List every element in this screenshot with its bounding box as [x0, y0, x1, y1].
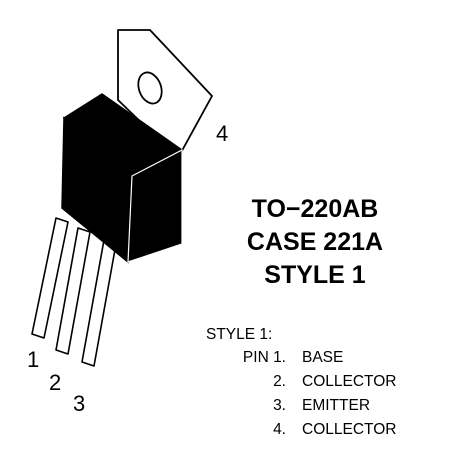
package-type: TO−220AB — [252, 195, 379, 223]
pin-label-2: 2 — [49, 370, 61, 395]
pin-row-1-label: PIN 1. — [243, 349, 286, 366]
package-case: CASE 221A — [247, 228, 383, 256]
pin-row-2-name: COLLECTOR — [302, 373, 396, 390]
pin-label-1: 1 — [27, 347, 39, 372]
lead-2 — [55, 227, 91, 355]
plastic-body — [61, 93, 184, 264]
pin-label-4: 4 — [216, 121, 228, 146]
lead-3 — [81, 239, 117, 367]
pin-row-4-name: COLLECTOR — [302, 421, 396, 438]
pin-row-2-label: 2. — [273, 373, 286, 390]
pin-row-3-name: EMITTER — [302, 397, 370, 414]
pin-row-1-name: BASE — [302, 349, 343, 366]
mounting-hole — [137, 71, 163, 105]
lead-1 — [31, 217, 69, 339]
pin-label-3: 3 — [73, 391, 85, 416]
pin-row-3-label: 3. — [273, 397, 286, 414]
pin-row-4-label: 4. — [273, 421, 286, 438]
style-heading: STYLE 1: — [206, 326, 272, 343]
body-side — [127, 149, 183, 263]
package-designation: TO−220AB CASE 221A STYLE 1 — [247, 195, 383, 289]
style-pinout-table: STYLE 1: PIN 1. BASE 2. COLLECTOR 3. EMI… — [206, 326, 396, 438]
tab-plate — [117, 29, 213, 159]
mounting-tab — [117, 29, 213, 159]
package-style: STYLE 1 — [264, 261, 366, 289]
